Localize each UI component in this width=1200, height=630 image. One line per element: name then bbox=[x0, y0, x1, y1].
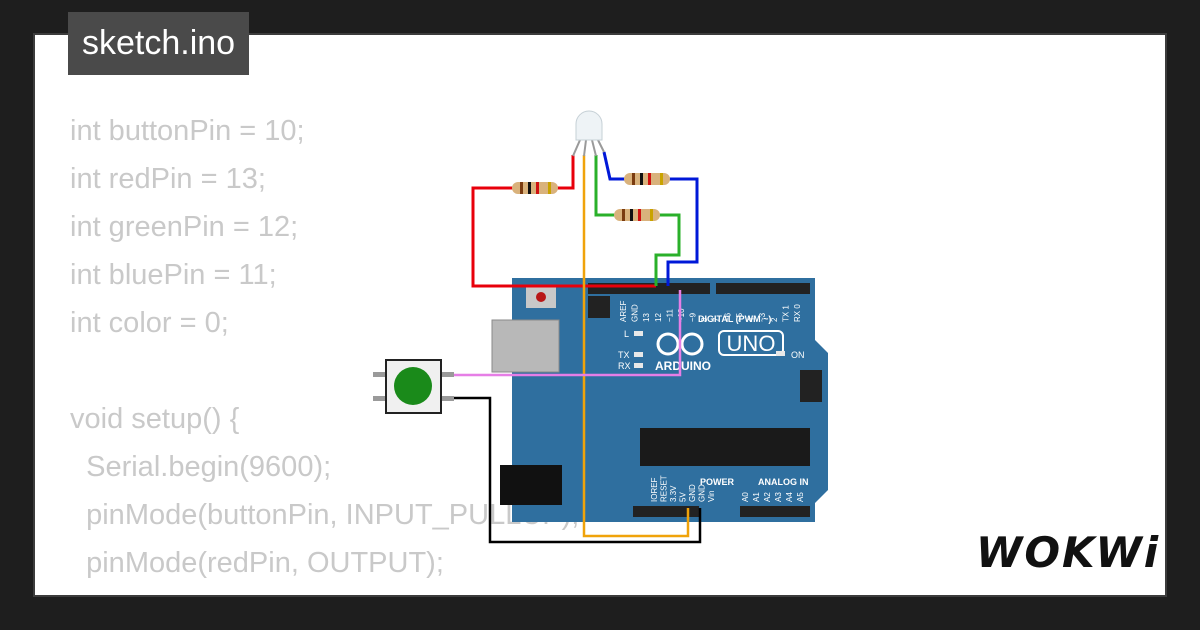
button-cap[interactable] bbox=[394, 367, 432, 405]
analog-header bbox=[740, 506, 810, 517]
pin-label: A4 bbox=[785, 492, 794, 502]
pin-label: GND bbox=[688, 484, 697, 502]
arduino-infinity-icon bbox=[656, 332, 704, 356]
pin-label: RESET bbox=[660, 475, 669, 502]
code-line: int bluePin = 11; bbox=[70, 259, 277, 291]
pin-label: ~6 bbox=[723, 312, 732, 322]
pin-label: TX 1 bbox=[781, 305, 790, 322]
pin-label: 7 bbox=[712, 317, 721, 322]
pin-label: A2 bbox=[763, 492, 772, 502]
pin-label: GND bbox=[698, 484, 707, 502]
usb-port bbox=[491, 319, 560, 373]
pin-label: A1 bbox=[752, 492, 761, 502]
pin-label: ~5 bbox=[735, 312, 744, 322]
pin-label: 3.3V bbox=[669, 485, 678, 502]
wire-green bbox=[594, 155, 681, 286]
code-line: Serial.begin(9600); bbox=[70, 451, 332, 483]
analog-label: ANALOG IN bbox=[758, 477, 809, 487]
l-led-label: L bbox=[624, 329, 629, 339]
power-header bbox=[633, 506, 699, 517]
digital-label: DIGITAL (PWM ~) bbox=[698, 314, 771, 324]
pin-label: 8 bbox=[700, 317, 709, 322]
pin-label: ~3 bbox=[758, 312, 767, 322]
pin-label: AREF bbox=[619, 301, 628, 322]
on-label: ON bbox=[791, 350, 805, 360]
arduino-uno-board[interactable]: UNO ARDUINO DIGITAL (PWM ~) POWER ANALOG… bbox=[491, 278, 828, 522]
power-label: POWER bbox=[700, 477, 735, 487]
tx-led-label: TX bbox=[618, 350, 630, 360]
pin-label: A5 bbox=[796, 492, 805, 502]
uno-badge bbox=[718, 330, 784, 356]
rgb-led[interactable] bbox=[572, 110, 605, 157]
code-line: pinMode(redPin, OUTPUT); bbox=[70, 547, 444, 579]
pin-label: ~9 bbox=[689, 312, 698, 322]
resistor-blue[interactable] bbox=[624, 173, 670, 185]
pin-label: 2 bbox=[770, 317, 779, 322]
wokwi-logo: WOKWi bbox=[976, 528, 1161, 577]
pin-label: ~11 bbox=[665, 308, 674, 322]
wire-blue bbox=[602, 151, 699, 286]
code-line: void setup() { bbox=[70, 403, 240, 435]
pin-label: 12 bbox=[654, 313, 663, 322]
code-preview: int buttonPin = 10; int redPin = 13; int g… bbox=[70, 107, 579, 595]
file-tab[interactable]: sketch.ino bbox=[68, 12, 250, 75]
digital-header-left bbox=[588, 283, 710, 294]
wire-red bbox=[471, 155, 656, 288]
icsp-header-1 bbox=[588, 296, 610, 318]
pin-label: RX 0 bbox=[793, 304, 802, 322]
pin-label: 13 bbox=[642, 313, 651, 322]
uno-label: UNO bbox=[727, 331, 776, 356]
pushbutton[interactable] bbox=[373, 359, 454, 414]
pin-label: IOREF bbox=[650, 477, 659, 502]
wire-orange bbox=[582, 155, 690, 538]
pin-label: GND bbox=[631, 304, 640, 322]
pin-label: A0 bbox=[741, 492, 750, 502]
wire-black bbox=[452, 396, 702, 544]
code-line: int greenPin = 12; bbox=[70, 211, 299, 243]
wire-pink bbox=[452, 290, 682, 377]
pin-label: Vin bbox=[707, 491, 716, 502]
icsp-header-2 bbox=[800, 370, 822, 402]
digital-header-right bbox=[716, 283, 810, 294]
pin-label: ~10 bbox=[677, 308, 686, 322]
power-jack bbox=[500, 465, 562, 505]
rx-led-label: RX bbox=[618, 361, 631, 371]
pin-label: 4 bbox=[747, 317, 756, 322]
code-line: int color = 0; bbox=[70, 307, 229, 339]
resistor-red[interactable] bbox=[512, 182, 558, 194]
code-line: int buttonPin = 10; bbox=[70, 115, 305, 147]
atmega-chip bbox=[640, 428, 810, 466]
arduino-label: ARDUINO bbox=[655, 359, 711, 373]
pin-label: A3 bbox=[774, 492, 783, 502]
pin-label: 5V bbox=[679, 492, 688, 502]
resistor-green[interactable] bbox=[614, 209, 660, 221]
code-line: int redPin = 13; bbox=[70, 163, 266, 195]
